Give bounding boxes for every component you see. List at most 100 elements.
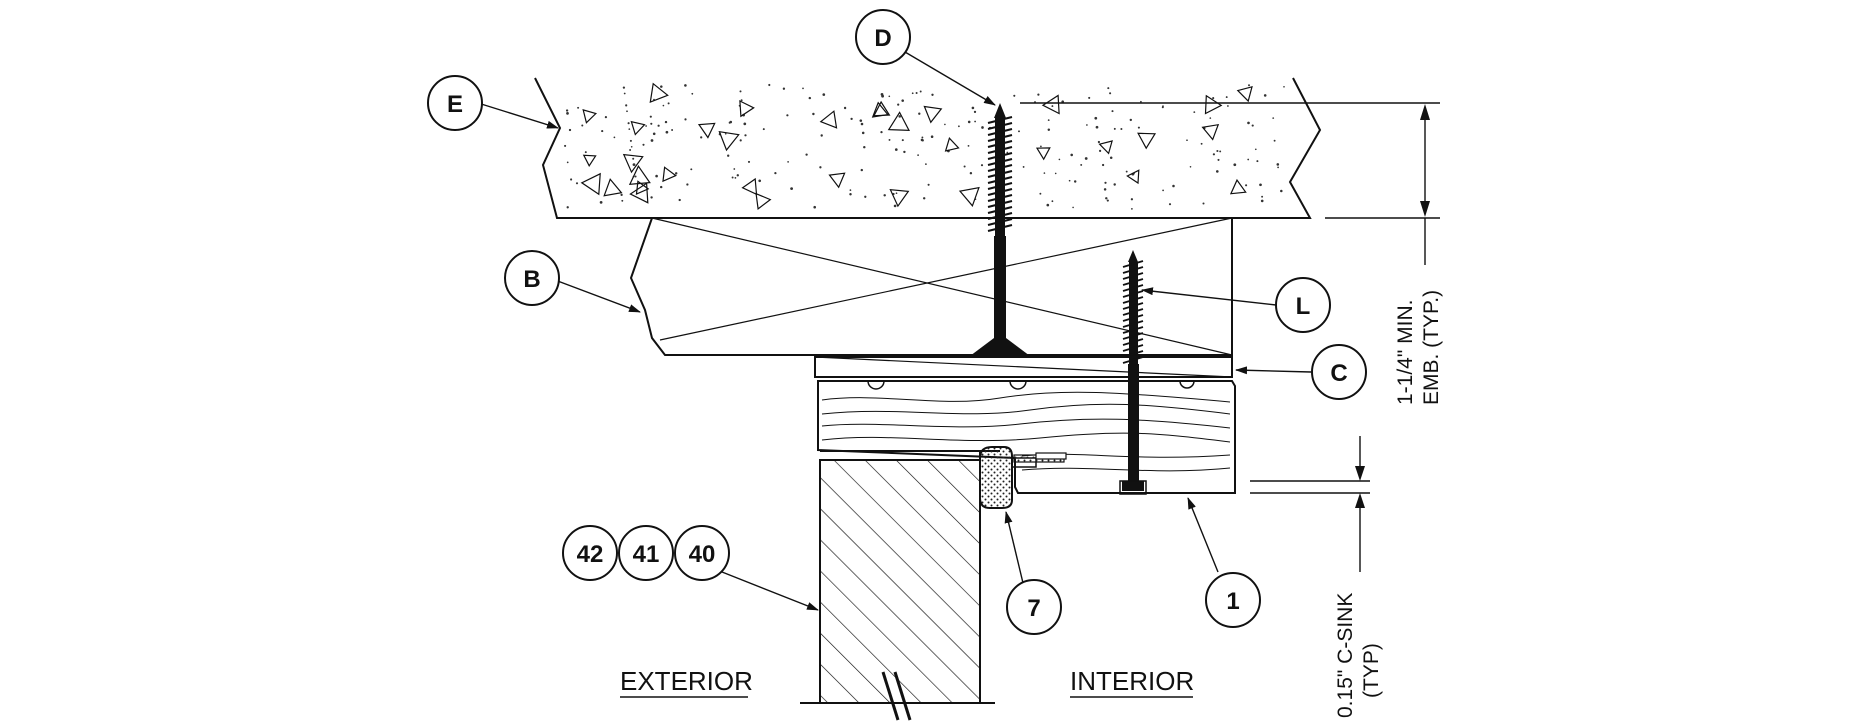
concrete-dot: [691, 92, 694, 95]
concrete-dot: [894, 148, 898, 151]
concrete-dot: [678, 198, 681, 202]
concrete-dot: [1107, 87, 1110, 90]
concrete-dot: [1225, 96, 1228, 99]
concrete-dot: [973, 110, 977, 114]
concrete-dot: [1276, 163, 1280, 166]
concrete-dot: [1247, 158, 1250, 161]
concrete-dot: [1120, 127, 1123, 131]
screw-thread: [987, 170, 1013, 178]
concrete-dot: [744, 134, 747, 137]
concrete-dot: [1168, 203, 1172, 206]
aggregate-stone: [828, 172, 846, 189]
concrete-dot: [660, 185, 663, 189]
concrete-dot: [599, 201, 603, 204]
concrete-dot: [927, 183, 930, 186]
concrete-dot: [1273, 139, 1276, 142]
concrete-dot: [645, 125, 647, 127]
concrete-dot: [918, 112, 921, 115]
aggregate-stone: [887, 111, 911, 132]
concrete-dot: [629, 139, 632, 142]
leader-d: [904, 51, 996, 106]
csink-dimension-text: 0.15" C-SINK (TYP): [1334, 593, 1383, 718]
aggregate-stone: [582, 154, 597, 167]
concrete-dot: [860, 122, 864, 126]
concrete-dot: [864, 195, 867, 198]
concrete-dot: [736, 174, 739, 177]
wood-buck: [629, 217, 1233, 356]
svg-text:C: C: [1330, 360, 1347, 387]
concrete-dot: [686, 183, 689, 186]
concrete-dot: [650, 196, 653, 199]
leader-lines: [477, 51, 1312, 611]
concrete-dot: [917, 154, 919, 156]
aggregate-stone: [603, 178, 623, 197]
concrete-dot: [967, 144, 970, 147]
concrete-dot: [1051, 105, 1054, 108]
concrete-dot: [634, 175, 637, 178]
screw-thread: [987, 224, 1013, 232]
concrete-dot: [1189, 166, 1192, 168]
concrete-dot: [621, 199, 624, 202]
concrete-dot: [915, 91, 918, 95]
aggregate-stone: [944, 137, 960, 152]
concrete-dot: [903, 150, 906, 154]
svg-text:L: L: [1296, 293, 1311, 320]
concrete-dot: [1216, 149, 1219, 153]
screw-thread: [1122, 344, 1144, 352]
aggregate-stone: [718, 130, 740, 152]
aggregate-stone: [628, 165, 651, 185]
concrete-dot: [613, 136, 616, 139]
break-line: [881, 671, 912, 721]
aggregate-stone: [1041, 94, 1060, 115]
concrete-dot: [629, 149, 632, 151]
concrete-dot: [1129, 118, 1133, 122]
concrete-dot: [820, 134, 823, 137]
svg-text:7: 7: [1027, 595, 1040, 622]
screw-thread: [1122, 338, 1144, 346]
concrete-dot: [747, 160, 751, 163]
callout-c: C: [1311, 344, 1367, 400]
concrete-dot: [575, 182, 579, 185]
concrete-dot: [642, 143, 645, 146]
aggregate-stone: [739, 100, 755, 118]
svg-text:INTERIOR: INTERIOR: [1070, 666, 1194, 696]
concrete-dot: [888, 138, 891, 141]
concrete-dot: [1047, 119, 1050, 121]
concrete-dot: [901, 139, 904, 142]
callout-40: 40: [674, 525, 730, 581]
concrete-dot: [859, 119, 863, 122]
concrete-dot: [1095, 125, 1099, 129]
concrete-dot: [969, 171, 973, 175]
concrete-dot: [849, 189, 852, 191]
concrete-dot: [1212, 153, 1216, 156]
concrete-dot: [577, 106, 580, 109]
concrete-dot: [1097, 140, 1101, 144]
concrete-dot: [1256, 160, 1259, 163]
screw-thread: [987, 158, 1013, 166]
screw-thread: [987, 188, 1013, 196]
concrete-dot: [1272, 117, 1275, 119]
aggregate-stone: [662, 166, 677, 183]
concrete-dot: [981, 126, 984, 129]
concrete-dot: [1086, 124, 1088, 126]
concrete-dot: [786, 114, 789, 117]
concrete-dot: [925, 163, 927, 165]
concrete-dot: [1202, 202, 1205, 205]
embedment-dimension: [1020, 102, 1440, 265]
aggregate-stone: [630, 120, 646, 136]
screw-thread: [987, 134, 1013, 142]
leader-l: [1141, 287, 1277, 306]
aggregate-stone: [1098, 140, 1113, 155]
aggregate-stone: [622, 153, 644, 174]
concrete-dot: [1137, 126, 1140, 129]
concrete-dot: [901, 99, 904, 102]
screw-thread: [1122, 326, 1144, 334]
concrete-dot: [650, 139, 654, 142]
concrete-dot: [850, 117, 853, 121]
screw-thread: [1122, 356, 1144, 364]
concrete-dot: [620, 193, 623, 197]
concrete-dot: [623, 92, 626, 95]
concrete-dot: [1140, 100, 1142, 103]
concrete-dot: [919, 90, 922, 93]
concrete-dot: [1072, 206, 1074, 209]
